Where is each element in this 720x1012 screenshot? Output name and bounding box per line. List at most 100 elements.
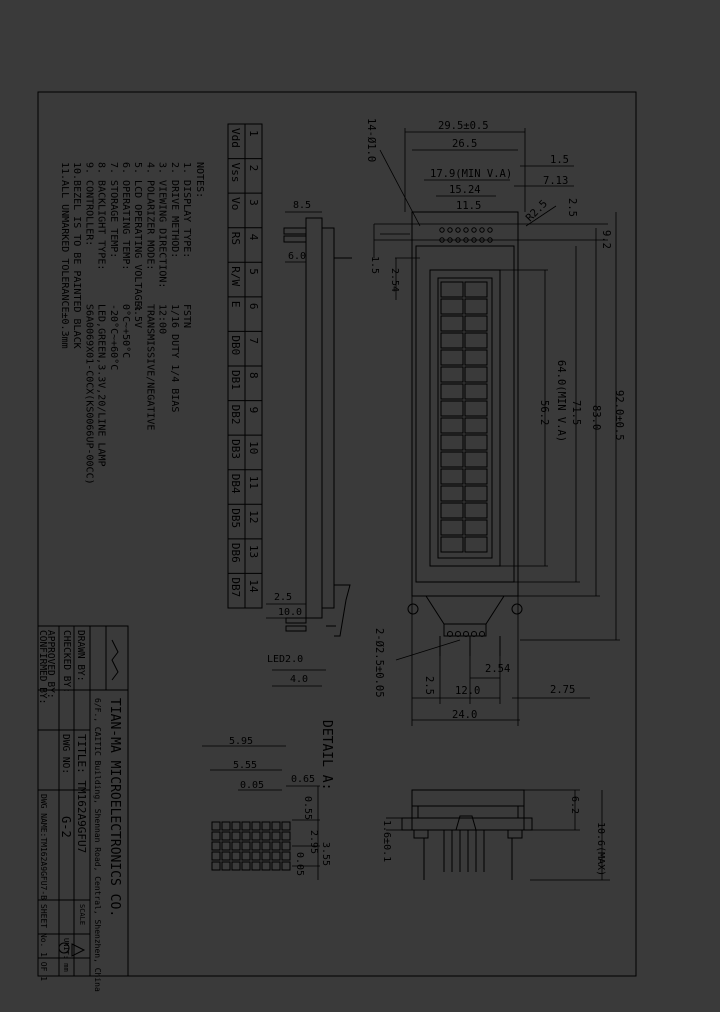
note-line: 7. STORAGE TEMP: (108, 162, 119, 258)
matrix-dot (251, 831, 261, 841)
company-address: 6/F., CAITIC Building, Shennan Road, Cen… (93, 698, 102, 992)
char-cell (440, 536, 464, 553)
dim-71-5: 71.5 (570, 400, 582, 425)
dim-2-5-bottom: 2.5 (423, 676, 435, 695)
pin-name: Vss (229, 163, 242, 183)
matrix-dot (271, 821, 281, 831)
note-value: -20°C~+60°C (108, 304, 119, 370)
note-line: 2. DRIVE METHOD: (169, 162, 180, 258)
pin-name: RS (229, 232, 242, 245)
matrix-dot (271, 861, 281, 871)
char-cell (440, 383, 464, 400)
pin-number: 9 (247, 407, 260, 414)
char-cell (440, 366, 464, 383)
char-cell (440, 349, 464, 366)
pin-number: 5 (247, 268, 260, 275)
matrix-dot (281, 821, 291, 831)
char-cell (440, 315, 464, 332)
dim-4-0: 4.0 (290, 674, 308, 685)
note-line: 8. BACKLIGHT TYPE: (96, 162, 107, 270)
elevation-dims: 6.2 10.6(MAX) 1.6±0.1 (381, 796, 606, 876)
dim-5-95: 5.95 (229, 736, 253, 747)
note-line: 5. LCD OPERATING VOLTAGE: (132, 162, 143, 313)
dim-24: 24.0 (452, 709, 477, 721)
dim-64: 64.0(MIN V.A) (555, 360, 567, 442)
note-line: 1. DISPLAY TYPE: (181, 162, 192, 258)
matrix-dot (281, 851, 291, 861)
char-cell (464, 332, 488, 349)
pin-number: 7 (247, 337, 260, 344)
char-cell (464, 451, 488, 468)
bottom-pin-hole (463, 631, 469, 637)
dim-7-13: 7.13 (543, 175, 568, 187)
bottom-pin-hole (471, 631, 477, 637)
dim-56-2: 56.2 (538, 400, 550, 425)
approved-by: APPROVED BY: (45, 630, 56, 699)
drawing-border (37, 91, 637, 977)
matrix-dot (211, 861, 221, 871)
title-block-text: TIAN-MA MICROELECTRONICS CO. 6/F., CAITI… (37, 630, 122, 992)
dim-2-95: 2.95 (308, 830, 319, 854)
matrix-dot (231, 821, 241, 831)
confirmed-by: CONFIRMED BY: (37, 630, 48, 704)
pin-hole (455, 227, 461, 233)
dim-1-5-side: 1.5 (369, 256, 380, 274)
pin-name: DB4 (229, 474, 242, 494)
note-line: 4. POLARIZER MODE: (144, 162, 155, 270)
dim-17-9: 17.9(MIN V.A) (430, 168, 512, 180)
dwg-name: DWG NAME:TM162A9GFU7-B (39, 794, 48, 900)
char-cell (440, 519, 464, 536)
note-value: LED,GREEN,3.3V,20/LINE LAMP (96, 304, 107, 467)
pin-number: 4 (247, 234, 260, 241)
matrix-dot (221, 861, 231, 871)
char-cell (440, 298, 464, 315)
char-cell (464, 502, 488, 519)
char-cell (440, 400, 464, 417)
note-line: 9. CONTROLLER: (83, 162, 94, 246)
matrix-dot (231, 861, 241, 871)
matrix-dot (241, 821, 251, 831)
detail-dims: 5.95 5.55 0.65 0.05 0.55 3.55 2.95 0.05 (229, 736, 331, 876)
dim-6-2: 6.2 (569, 796, 580, 814)
dim-2-75: 2.75 (550, 684, 575, 696)
pin-name: DB3 (229, 439, 242, 459)
matrix-dot (281, 831, 291, 841)
dim-0-55: 0.55 (302, 796, 313, 820)
dim-2-54-side: 2.54 (389, 268, 400, 292)
side-view-dims: 8.5 6.0 2.5 10.0 LED2.0 4.0 1.5 2.54 (267, 200, 400, 685)
char-cell (464, 468, 488, 485)
pin-number: 6 (247, 303, 260, 310)
char-cell (464, 536, 488, 553)
note-value: 12:00 (157, 304, 168, 334)
dim-0-65: 0.65 (291, 774, 315, 785)
pin-name: DB7 (229, 577, 242, 597)
matrix-dot (241, 831, 251, 841)
pin-hole (463, 227, 469, 233)
pin-number: 12 (247, 510, 260, 523)
matrix-dot (261, 861, 271, 871)
notes-lines: 1. DISPLAY TYPE:2. DRIVE METHOD:3. VIEWI… (59, 162, 192, 349)
matrix-dot (261, 821, 271, 831)
matrix-dot (271, 851, 281, 861)
matrix-dot (261, 831, 271, 841)
dim-1-6: 1.6±0.1 (381, 820, 392, 862)
note-value: 0°C~+50°C (120, 304, 131, 358)
dim-led: LED2.0 (267, 654, 303, 665)
side-view (266, 211, 397, 687)
pin-number: 8 (247, 372, 260, 379)
matrix-dot (221, 831, 231, 841)
dim-0-05a: 0.05 (240, 780, 264, 791)
note-value: 4.5V (132, 304, 143, 328)
pin-grid: 1Vdd2Vss3Vo4RS5R/W6E7DB08DB19DB210DB311D… (228, 128, 262, 597)
char-cell (464, 434, 488, 451)
pin-hole (487, 227, 493, 233)
drawn-by: DRAWN BY: (75, 630, 86, 681)
pin-hole (479, 227, 485, 233)
char-cell (464, 519, 488, 536)
dim-83: 83.0 (590, 405, 602, 430)
dwg-no: G-2 (59, 816, 73, 838)
matrix-dot (251, 861, 261, 871)
note-value: S6A0069X01-C0CX(KS0066UP-00CC) (83, 304, 94, 485)
pin-number: 3 (247, 199, 260, 206)
matrix-dot (231, 851, 241, 861)
